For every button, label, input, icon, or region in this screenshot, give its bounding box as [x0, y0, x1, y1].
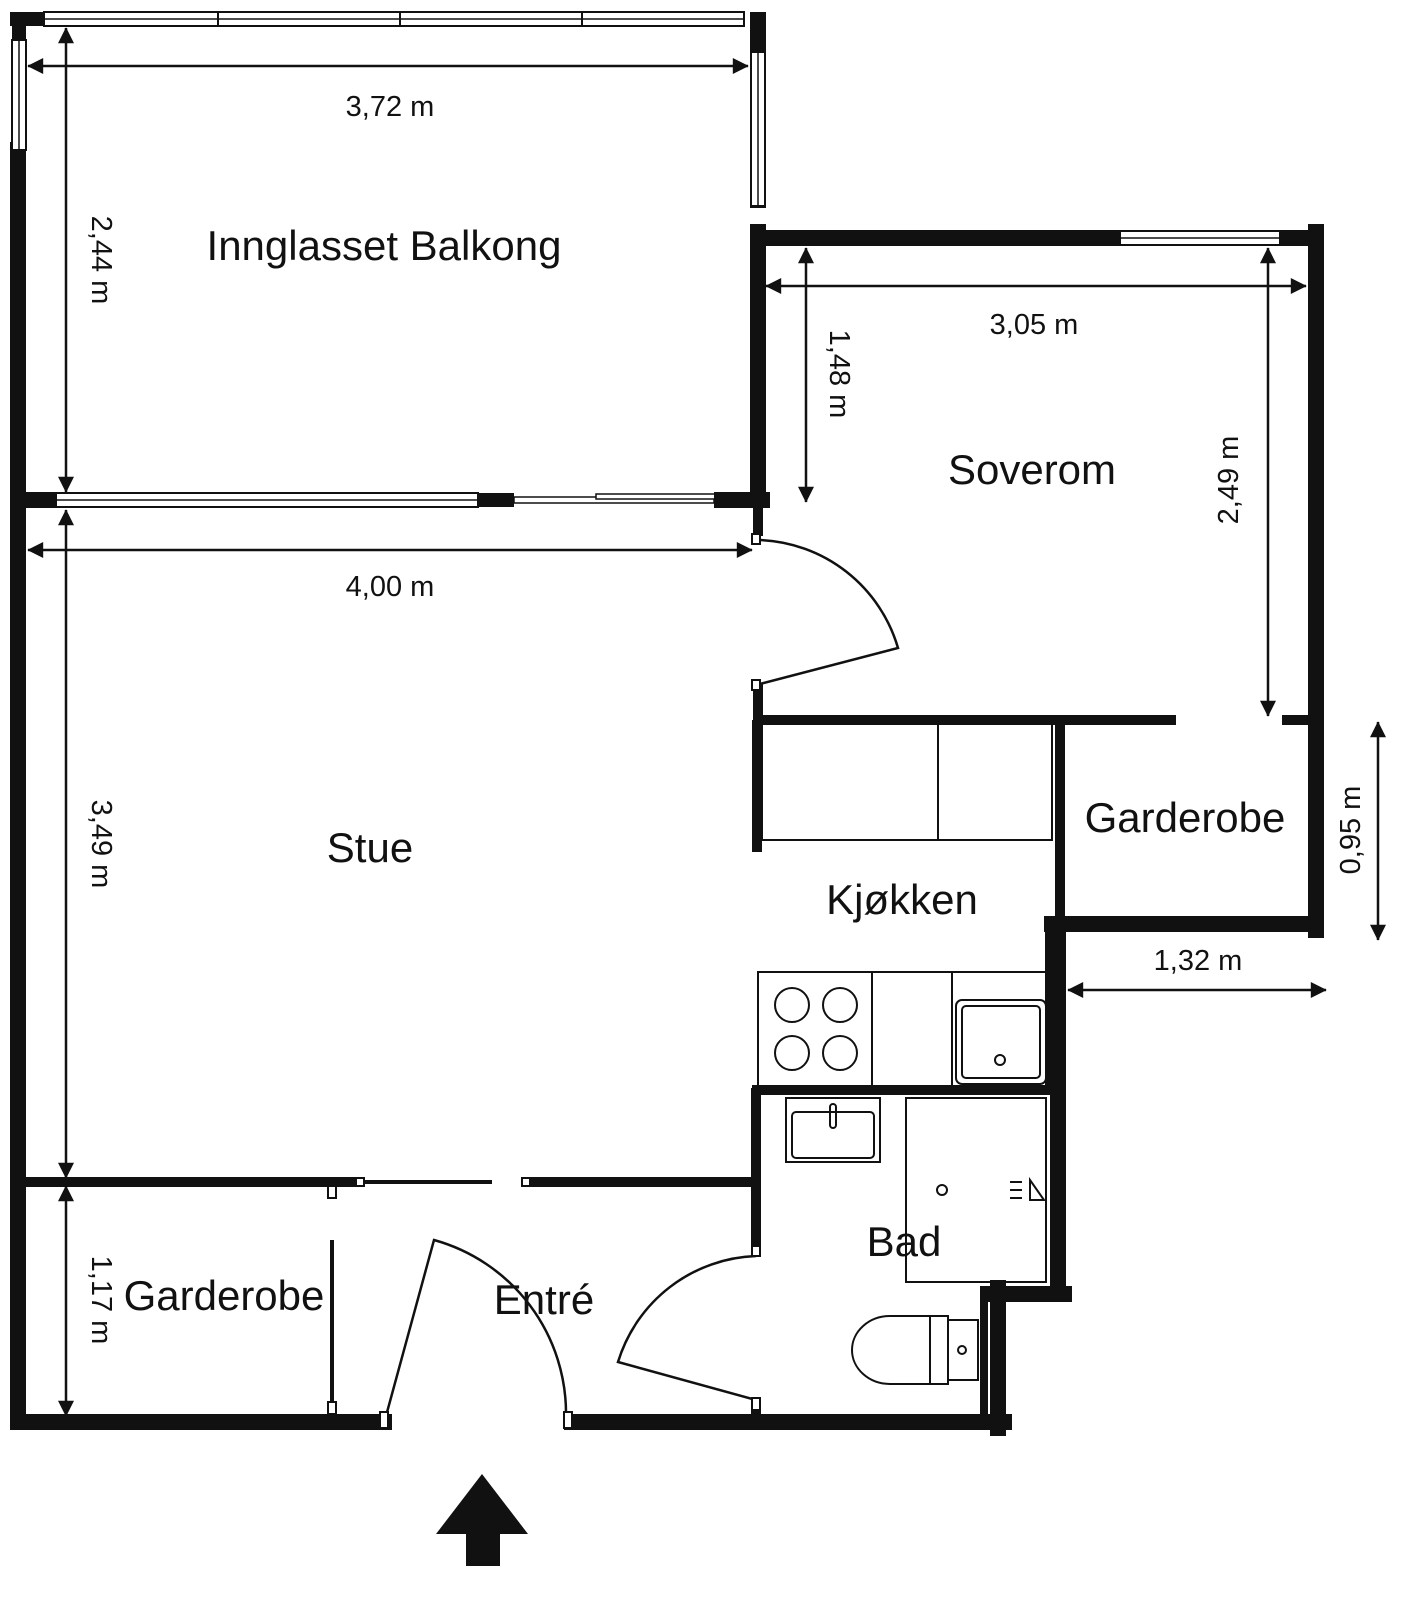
shower-icon — [905, 1097, 1047, 1283]
room-label-balcony: Innglasset Balkong — [207, 222, 562, 269]
bath-fixtures — [785, 1097, 1047, 1385]
dim-label-balcony-depth: 2,44 m — [85, 216, 117, 305]
dim-label-balcony-width: 3,72 m — [346, 91, 435, 123]
entrance-arrow-icon — [436, 1474, 528, 1566]
room-label-entrance: Entré — [494, 1276, 594, 1323]
room-label-kitchen: Kjøkken — [826, 876, 978, 923]
dim-label-living-depth: 3,49 m — [85, 800, 117, 889]
kitchen-fixtures — [757, 721, 1053, 1087]
kitchen-counter — [757, 971, 1049, 1087]
dimension-labels: 3,72 m 2,44 m 3,05 m 1,48 m 2,49 m 4,00 … — [85, 91, 1367, 1344]
stove-icon — [774, 987, 858, 1071]
door-bedroom — [759, 538, 900, 686]
dim-label-living-width: 4,00 m — [346, 571, 435, 603]
doors — [327, 533, 900, 1429]
room-label-wardrobe-left: Garderobe — [124, 1272, 325, 1319]
room-labels: Innglasset Balkong Soverom Stue Garderob… — [124, 222, 1286, 1323]
toilet-icon — [851, 1315, 979, 1385]
dimension-lines — [27, 27, 1386, 1417]
windows — [10, 11, 1281, 508]
dim-label-bedroom-depth: 2,49 m — [1213, 436, 1245, 525]
upper-cabinet — [761, 721, 1053, 841]
dim-label-bedroom-width: 3,05 m — [990, 309, 1079, 341]
washbasin-icon — [785, 1097, 881, 1163]
room-label-bath: Bad — [867, 1218, 942, 1265]
door-entrance — [384, 1238, 568, 1417]
dim-label-wardrobe-width: 1,32 m — [1154, 945, 1243, 977]
door-bath — [616, 1254, 757, 1402]
interior-walls — [18, 500, 1318, 1426]
sink-icon — [955, 999, 1047, 1085]
room-label-bedroom: Soverom — [948, 446, 1116, 493]
dim-label-wardrobe-left-depth: 1,17 m — [85, 1256, 117, 1345]
dim-label-bedroom-upper: 1,48 m — [823, 330, 855, 419]
room-label-wardrobe-right: Garderobe — [1085, 794, 1286, 841]
room-label-living: Stue — [327, 824, 413, 871]
dim-label-wardrobe-depth: 0,95 m — [1335, 786, 1367, 875]
